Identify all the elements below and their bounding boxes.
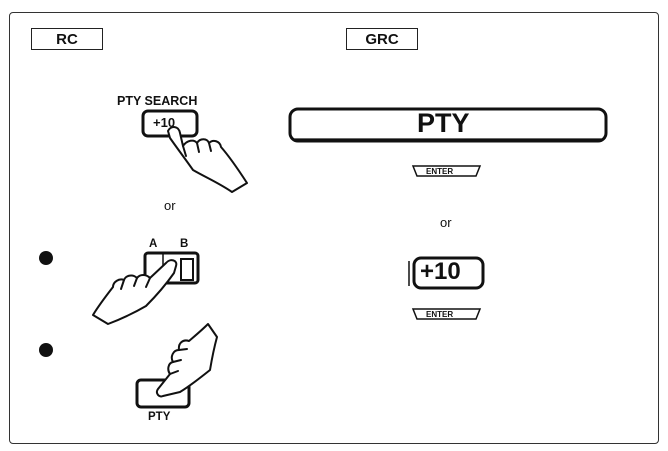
rc-plus10-label: +10 — [153, 115, 175, 130]
grc-pty-display-text: PTY — [417, 108, 470, 139]
grc-or-label: or — [440, 215, 452, 230]
grc-plus10-display-text: +10 — [420, 258, 461, 286]
hand-pointing-icon — [168, 127, 247, 192]
step2-marker: ❷ — [37, 341, 50, 359]
ab-indicator — [181, 259, 193, 280]
rc-pty-label: PTY — [148, 411, 170, 423]
hand-pressing-icon — [157, 324, 217, 396]
grc-enter-label-2: ENTER — [426, 310, 453, 319]
grc-enter-label-1: ENTER — [426, 167, 453, 176]
pty-search-label: PTY SEARCH — [117, 94, 197, 108]
rc-or-label: or — [164, 198, 176, 213]
hand-pointing-icon — [93, 260, 176, 324]
ab-label-a: A — [149, 238, 157, 250]
step1-marker: ❶ — [37, 249, 50, 267]
ab-label-b: B — [180, 238, 188, 250]
